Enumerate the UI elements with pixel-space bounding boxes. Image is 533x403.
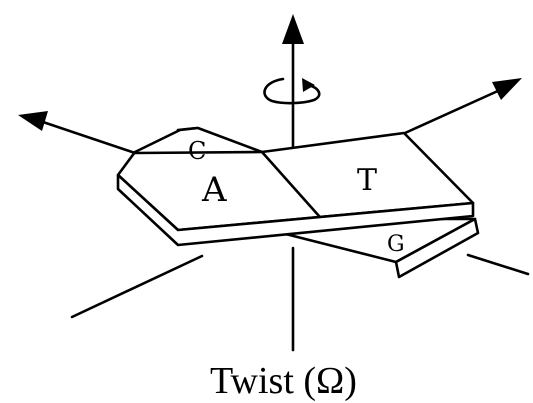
rotation-indicator-icon — [263, 77, 321, 105]
twist-axis-arrowhead — [282, 14, 304, 44]
base-label-t: T — [357, 163, 377, 198]
back-plate-edge — [133, 150, 264, 155]
right-axis-lower — [466, 253, 530, 276]
front-base-plate — [116, 126, 475, 247]
left-axis-arrowhead — [18, 111, 48, 131]
base-label-g: G — [387, 232, 405, 257]
base-label-a: A — [201, 170, 227, 210]
base-pair-divider — [260, 150, 321, 218]
diagram-caption: Twist (Ω) — [210, 360, 357, 402]
right-axis-arrowhead — [492, 78, 522, 100]
right-axis-upper — [403, 88, 502, 135]
left-axis-upper — [38, 119, 137, 155]
base-label-c: C — [188, 137, 206, 165]
left-axis-lower — [70, 254, 204, 319]
